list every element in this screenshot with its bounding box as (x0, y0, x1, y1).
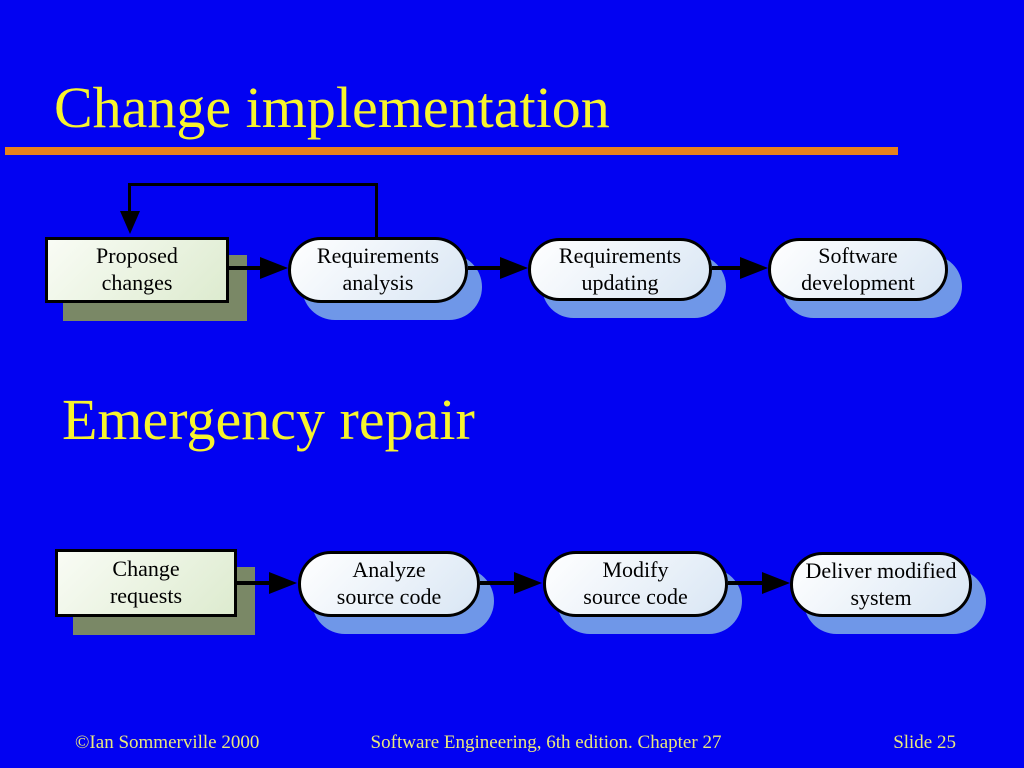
title-underline (5, 147, 898, 155)
arrowhead-icon (500, 257, 528, 279)
footer-slide-number: Slide 25 (893, 732, 956, 753)
arrowhead-icon (260, 257, 288, 279)
node-analyze-source-code: Analyze source code (298, 551, 480, 617)
node-requirements-updating: Requirements updating (528, 238, 712, 301)
arrowhead-icon (514, 572, 542, 594)
feedback-arrowhead-icon (120, 211, 140, 234)
node-software-development: Software development (768, 238, 948, 301)
section-heading: Emergency repair (62, 387, 475, 452)
arrowhead-icon (269, 572, 297, 594)
footer-copyright: ©Ian Sommerville 2000 (75, 732, 260, 753)
arrow-line (237, 581, 271, 585)
feedback-arrow-left-line (128, 183, 131, 213)
node-change-requests: Change requests (55, 549, 237, 617)
arrowhead-icon (762, 572, 790, 594)
arrow-line (728, 581, 764, 585)
footer-book-title: Software Engineering, 6th edition. Chapt… (370, 732, 722, 753)
node-deliver-modified-system: Deliver modified system (790, 552, 972, 617)
arrowhead-icon (740, 257, 768, 279)
node-proposed-changes: Proposed changes (45, 237, 229, 303)
arrow-line (228, 266, 264, 270)
footer: ©Ian Sommerville 2000 Software Engineeri… (0, 732, 1024, 756)
arrow-line (712, 266, 742, 270)
page-title: Change implementation (54, 75, 610, 140)
feedback-arrow-top-line (128, 183, 378, 186)
arrow-line (480, 581, 516, 585)
arrow-line (468, 266, 502, 270)
node-requirements-analysis: Requirements analysis (288, 237, 468, 303)
node-modify-source-code: Modify source code (543, 551, 728, 617)
feedback-arrow-right-line (375, 183, 378, 238)
